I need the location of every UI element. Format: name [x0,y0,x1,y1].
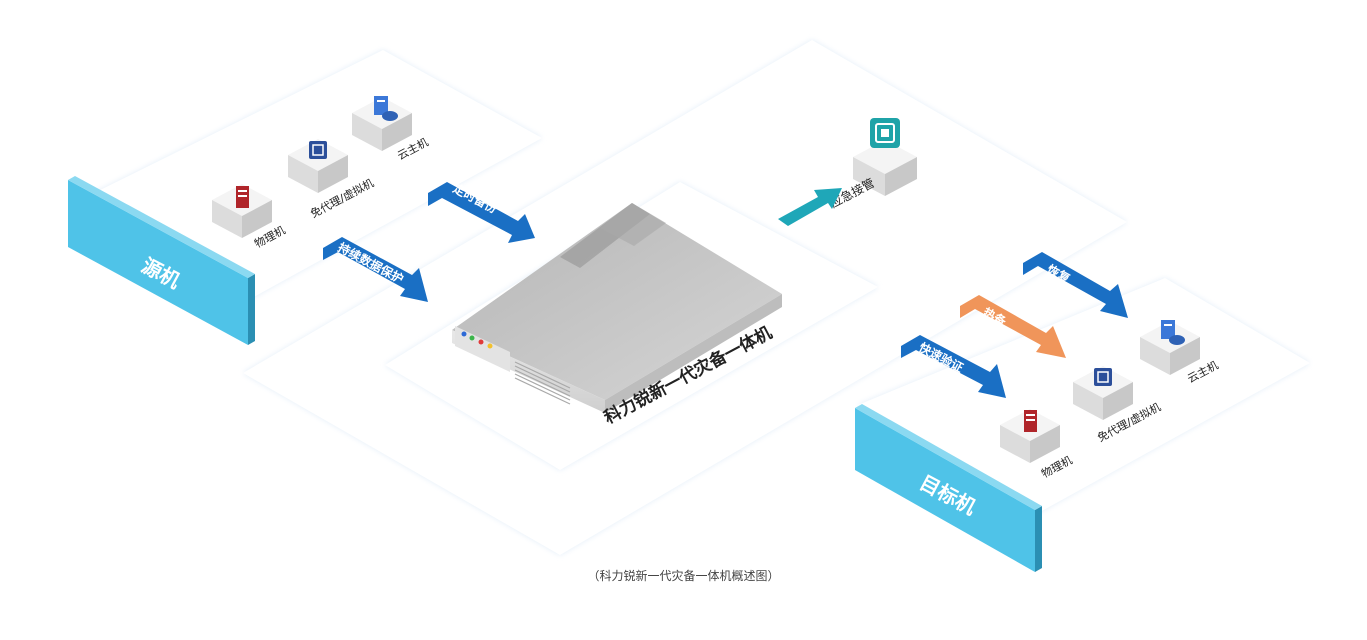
virtual-machine-icon [309,141,327,159]
takeover-arrow [778,188,842,226]
physical-server-icon [236,186,249,208]
virtual-machine-icon [1094,368,1112,386]
led-yellow [487,343,493,349]
cloud-host-icon [374,96,398,121]
led-green [469,335,475,341]
target-panel: 目标机 [855,404,1042,572]
led-red [478,339,484,345]
diagram-caption: （科力锐新一代灾备一体机概述图） [587,569,780,583]
source-panel: 源机 [68,176,255,345]
cloud-host-icon [1161,320,1185,345]
continuous-protection-arrow: 持续数据保护 [323,237,428,302]
vent-grille [514,361,571,405]
source-cloud-host[interactable]: 云主机 [352,96,431,163]
continuous-protection-label: 持续数据保护 [336,239,407,286]
hot-standby-arrow: 热备 [960,295,1066,358]
takeover-icon [870,118,900,148]
restore-arrow: 恢复 [1023,252,1128,318]
led-blue [461,331,467,337]
physical-server-icon [1024,410,1037,432]
target-items: 物理机 免代理/虚拟机 云主机 [1000,320,1221,481]
